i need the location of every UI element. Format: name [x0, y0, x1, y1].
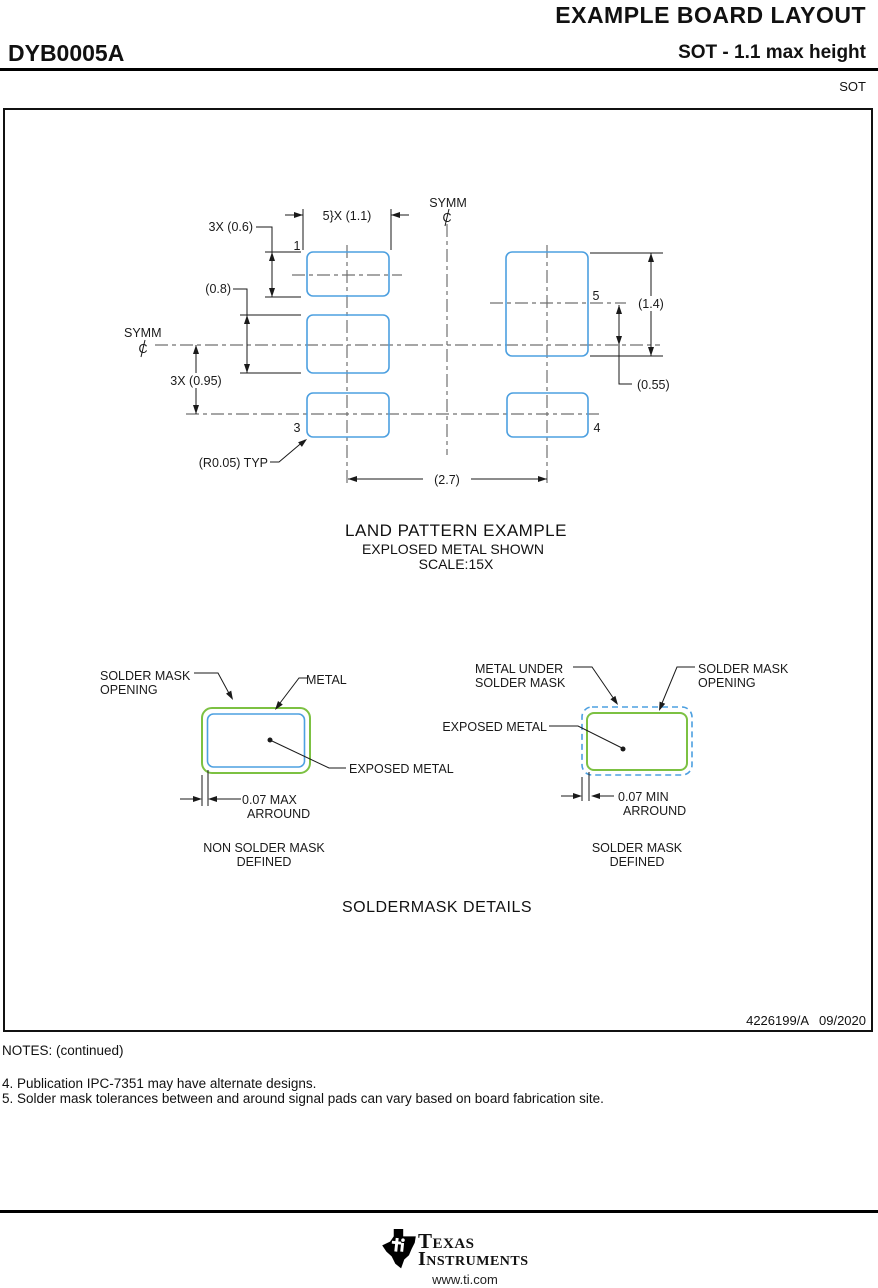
symm-left-label: SYMM: [124, 326, 162, 340]
pin-numbers: 1 3 4 5: [294, 239, 601, 435]
drawing-frame: [3, 108, 873, 1032]
dim-08-label: (0.8): [205, 282, 231, 296]
land-pattern-subtitle-1: EXPLOSED METAL SHOWN: [361, 541, 545, 557]
soldermask-right-figure: METAL UNDER SOLDER MASK SOLDER MASK OPEN…: [442, 662, 789, 869]
ti-logo-icon: [382, 1229, 416, 1269]
opening-leader: [194, 672, 232, 698]
opening-leader: [659, 666, 695, 709]
metal-under-leader: [573, 666, 617, 703]
sm-left-caption-1: NON SOLDER MASK: [203, 841, 325, 855]
soldermask-left-figure: SOLDER MASK OPENING METAL EXPOSED METAL …: [100, 669, 454, 869]
dim-width-lines: [285, 209, 409, 250]
sm-right-dim-label-1: 0.07 MIN: [618, 790, 669, 804]
sm-right-opening-label-1: SOLDER MASK: [698, 662, 789, 676]
land-pattern-title: LAND PATTERN EXAMPLE: [345, 521, 567, 540]
pad-3: [306, 392, 390, 438]
sm-left-dim-label-1: 0.07 MAX: [242, 793, 298, 807]
sm-right-under-label-2: SOLDER MASK: [475, 676, 566, 690]
dim-27-label: (2.7): [434, 473, 460, 487]
pad-2: [306, 314, 390, 374]
exposed-metal-leader: [271, 740, 346, 769]
header-rule: [0, 68, 878, 71]
sm-right-caption-1: SOLDER MASK: [592, 841, 683, 855]
sm-left-metal-label: METAL: [306, 673, 347, 687]
ti-brand-line2: Instruments: [418, 1248, 529, 1270]
pin-1-label: 1: [294, 239, 301, 253]
dim-095-label: 3X (0.95): [170, 374, 221, 388]
dim-055-label: (0.55): [637, 378, 670, 392]
title-block: 4226199/A 09/2020: [736, 1013, 866, 1028]
mask-opening-outline: [586, 712, 688, 771]
pad-1: [306, 251, 390, 297]
sm-right-caption-2: DEFINED: [610, 855, 665, 869]
exposed-metal-dot: [267, 737, 273, 743]
symm-top-label: SYMM: [429, 196, 467, 210]
metal-under-mask-outline: [581, 706, 693, 776]
sm-right-opening-label-2: OPENING: [698, 676, 756, 690]
dim-06-label: 3X (0.6): [209, 220, 253, 234]
note-4: 4. Publication IPC-7351 may have alterna…: [2, 1076, 317, 1091]
land-pattern-subtitle-2: SCALE:15X: [418, 556, 494, 572]
radius-label: (R0.05) TYP: [199, 456, 268, 470]
dim-06-lines: [256, 226, 301, 298]
dimension-lines: 5}X (1.1) 3X (0.6) (0.8) 3X (0.95) (1.4): [162, 209, 674, 487]
radius-leader: [270, 439, 306, 463]
sm-right-dim-lines: [561, 772, 614, 801]
sm-right-exposed-label: EXPOSED METAL: [442, 720, 547, 734]
pin-4-label: 4: [594, 421, 601, 435]
pad-4: [506, 392, 589, 438]
sm-left-opening-label-2: OPENING: [100, 683, 158, 697]
drawing-number: 4226199/A: [746, 1013, 809, 1028]
package-type: SOT: [839, 79, 866, 94]
notes-heading: NOTES: (continued): [2, 1043, 124, 1058]
package-info: SOT - 1.1 max height: [678, 42, 866, 63]
land-pattern-pads: [306, 251, 589, 438]
pin-5-label: 5: [593, 289, 600, 303]
sm-left-caption-2: DEFINED: [237, 855, 292, 869]
exposed-metal-leader: [549, 725, 623, 749]
dim-08-lines: [233, 288, 301, 374]
sm-left-opening-label-1: SOLDER MASK: [100, 669, 191, 683]
soldermask-title: SOLDERMASK DETAILS: [341, 899, 533, 916]
drawing-date: 09/2020: [819, 1013, 866, 1028]
page-title: EXAMPLE BOARD LAYOUT: [555, 2, 866, 28]
ti-url: www.ti.com: [432, 1272, 498, 1287]
sm-right-dim-label-2: ARROUND: [623, 804, 686, 818]
dim-14-label: (1.4): [638, 297, 664, 311]
sm-right-under-label-1: METAL UNDER: [475, 662, 563, 676]
sm-left-exposed-label: EXPOSED METAL: [349, 762, 454, 776]
sm-left-dim-label-2: ARROUND: [247, 807, 310, 821]
pad-5: [505, 251, 589, 357]
sm-left-dim-lines: [180, 770, 241, 806]
pin-3-label: 3: [294, 421, 301, 435]
note-5: 5. Solder mask tolerances between and ar…: [2, 1091, 604, 1106]
footer-rule: [0, 1210, 878, 1213]
solder-mask-opening-outline: [201, 707, 311, 774]
metal-leader: [276, 677, 307, 708]
symmetry-labels: SYMM C SYMM C: [124, 196, 467, 358]
dim-width-label: 5}X (1.1): [323, 209, 372, 223]
centerlines: [155, 224, 660, 483]
part-number: DYB0005A: [8, 40, 125, 66]
metal-outline: [206, 713, 306, 768]
ti-brand-line1: Texas: [418, 1229, 475, 1253]
